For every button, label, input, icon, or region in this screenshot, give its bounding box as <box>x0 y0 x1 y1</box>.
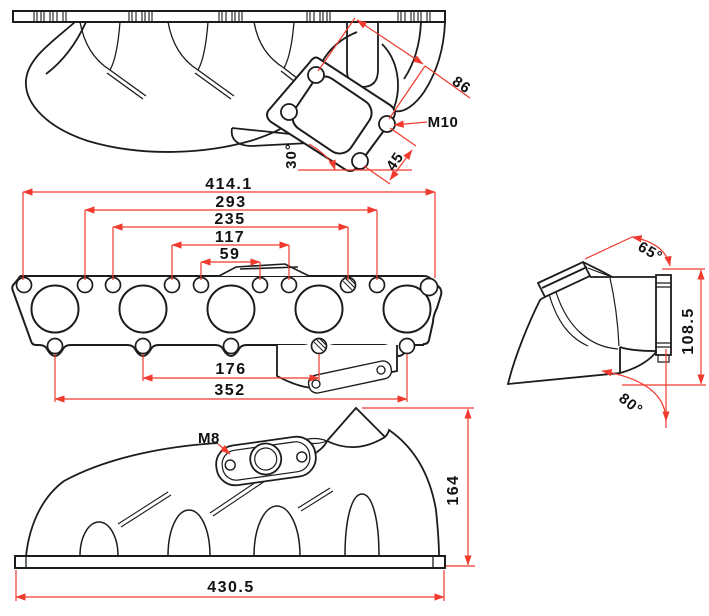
elbow-bolt-hole-right <box>376 365 386 375</box>
dim-59-label: 59 <box>220 246 241 263</box>
bottom-flange-bar <box>14 555 446 569</box>
turbo-flange-bolt-holes <box>280 66 396 170</box>
dim-80deg-label: 80° <box>615 390 646 419</box>
dim-m10-leader <box>393 120 428 128</box>
wastegate-boss-profile <box>218 263 310 277</box>
dim-65-arc <box>631 235 672 267</box>
dims-side-view-top <box>298 17 471 185</box>
dim-352-label: 352 <box>214 382 245 399</box>
hatched-hole-marks-bottom <box>313 337 327 352</box>
wastegate-bolt-hole-left <box>224 459 236 471</box>
dim-m8-leader <box>217 443 231 455</box>
dim-45-extensions <box>363 127 417 185</box>
dim-86-extensions <box>317 17 471 120</box>
front-view: 414.1 293 235 117 59 176 352 <box>11 176 443 403</box>
dim-65deg-label: 65° <box>635 238 666 266</box>
runner-seams-bottom <box>117 477 334 528</box>
dims-end-view <box>584 235 706 428</box>
elbow-bolt-hole-left <box>311 379 321 389</box>
elbow-flange-face <box>307 360 393 394</box>
head-flange-bar <box>12 10 446 23</box>
dim-45-line <box>389 149 413 181</box>
manifold-body-outline-bottom <box>25 406 440 557</box>
bottom-bar-end-ticks <box>25 556 434 568</box>
end-view-tube-curves <box>548 267 620 350</box>
dim-30-arc <box>308 143 336 171</box>
runner-arches-bottom <box>79 493 380 557</box>
end-view-flange-strip <box>536 260 592 299</box>
thread-m8-label: M8 <box>198 430 220 447</box>
end-view: 65° 108.5 80° <box>506 235 706 428</box>
dim-176-label: 176 <box>215 361 246 378</box>
dims-front-view <box>22 188 436 403</box>
dim-430-label: 430.5 <box>207 579 255 596</box>
end-view-body-outline <box>506 261 657 386</box>
side-view-top: 86 M10 45 30° <box>12 10 474 185</box>
dim-80-arc <box>601 369 670 422</box>
dim-293-label: 293 <box>215 194 246 211</box>
dim-86-label: 86 <box>449 73 474 98</box>
end-view-flange-bar-details <box>656 282 671 363</box>
wastegate-bolt-hole-right <box>296 451 308 463</box>
end-view-turbo-flange-bar <box>655 274 672 356</box>
dim-65-extension <box>584 236 705 270</box>
top-bolt-holes <box>15 276 439 297</box>
dim-30deg-label: 30° <box>283 143 300 169</box>
turbo-flange-port <box>291 75 373 155</box>
manifold-body-outline-top <box>25 21 353 170</box>
runner-seams-top <box>79 21 303 100</box>
wastegate-flange <box>215 435 317 487</box>
dim-extension-lines <box>22 192 436 402</box>
hatched-hole-marks-top <box>342 276 356 291</box>
dim-164-extensions <box>362 407 475 567</box>
dim-108-label: 108.5 <box>680 307 697 355</box>
dim-235-label: 235 <box>214 211 245 228</box>
wastegate-port-inner <box>254 447 278 471</box>
side-view-bottom: M8 164 430.5 <box>14 406 475 601</box>
dim-164-label: 164 <box>445 474 462 505</box>
dim-117-label: 117 <box>215 229 245 246</box>
head-flange-hatching <box>33 12 431 21</box>
thread-m10-label: M10 <box>428 114 459 131</box>
dims-side-view-bottom <box>15 407 475 601</box>
exhaust-ports <box>30 284 432 334</box>
dim-414-label: 414.1 <box>205 176 253 193</box>
dim-86-line <box>356 19 424 65</box>
